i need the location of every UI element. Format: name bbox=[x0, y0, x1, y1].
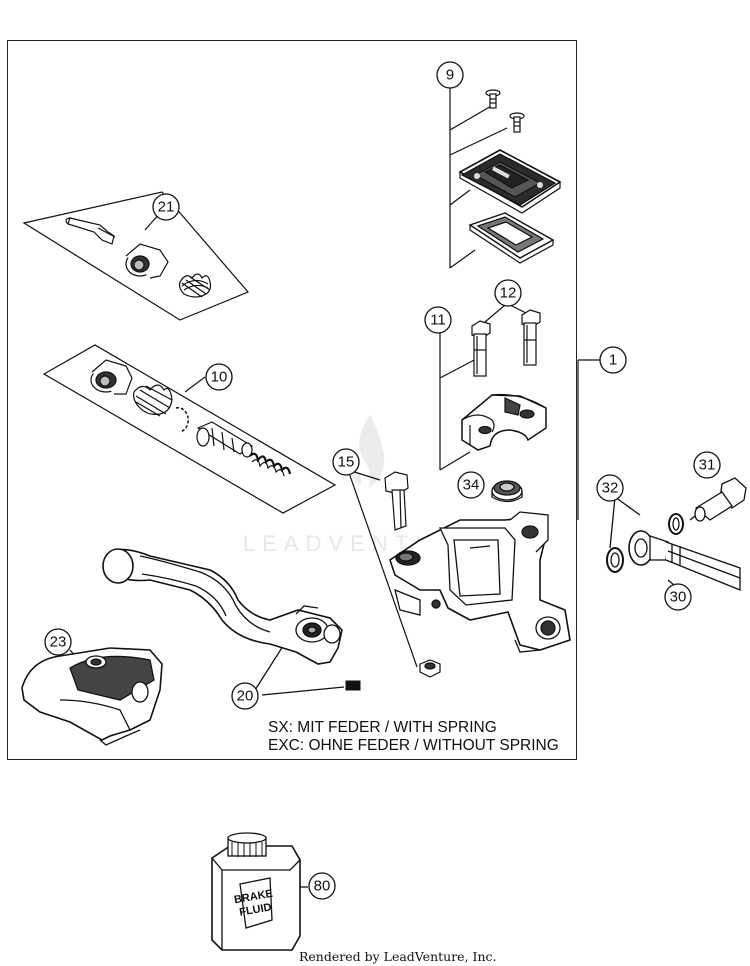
handlebar-clamp bbox=[461, 393, 547, 451]
kit-cup bbox=[125, 243, 169, 279]
banjo-bolt bbox=[694, 477, 747, 522]
callout-31-label: 31 bbox=[699, 457, 716, 474]
callout-21[interactable]: 21 bbox=[152, 193, 180, 221]
callout-32-label: 32 bbox=[602, 480, 619, 497]
fluid-label-line2: FLUID bbox=[238, 901, 272, 918]
pivot-nut bbox=[419, 659, 441, 678]
callout-1[interactable]: 1 bbox=[599, 346, 627, 374]
sealing-washer bbox=[606, 547, 624, 573]
pivot-bolt bbox=[384, 471, 409, 531]
clamp-bolt bbox=[471, 320, 491, 377]
main-frame bbox=[7, 40, 577, 760]
note-without-spring: EXC: OHNE FEDER / WITHOUT SPRING bbox=[268, 737, 559, 754]
kit-circlip bbox=[175, 407, 189, 433]
reservoir-cover bbox=[458, 149, 562, 214]
callout-1-label: 1 bbox=[609, 352, 617, 369]
kit-spring bbox=[133, 384, 173, 417]
kit-return-spring bbox=[249, 452, 292, 477]
callout-34-label: 34 bbox=[463, 477, 480, 494]
brake-fluid-bottle: BRAKE FLUID bbox=[211, 832, 308, 951]
brake-lever bbox=[102, 548, 343, 691]
clamp-bolt bbox=[521, 309, 541, 366]
sealing-washer bbox=[668, 513, 684, 535]
callout-20[interactable]: 20 bbox=[231, 682, 259, 710]
callout-80-label: 80 bbox=[314, 878, 331, 895]
reservoir-diaphragm bbox=[468, 212, 555, 264]
kit-cup bbox=[90, 359, 133, 395]
callout-9-label: 9 bbox=[446, 67, 454, 84]
callout-30[interactable]: 30 bbox=[664, 583, 692, 611]
callout-23[interactable]: 23 bbox=[44, 628, 72, 656]
cover-screw bbox=[485, 89, 501, 109]
brake-hose bbox=[628, 530, 741, 591]
kit-spring bbox=[178, 273, 212, 298]
callout-80[interactable]: 80 bbox=[308, 872, 336, 900]
brake-hose-parts bbox=[606, 477, 747, 591]
callout-12-label: 12 bbox=[500, 285, 517, 302]
callout-11-label: 11 bbox=[430, 312, 446, 329]
reservoir-cover-kit bbox=[449, 88, 562, 269]
callout-10[interactable]: 10 bbox=[205, 363, 233, 391]
note-with-spring: SX: MIT FEDER / WITH SPRING bbox=[268, 719, 497, 736]
callout-12[interactable]: 12 bbox=[494, 279, 522, 307]
callout-30-label: 30 bbox=[670, 589, 687, 606]
kit-piston bbox=[196, 421, 254, 458]
master-cylinder bbox=[389, 511, 571, 653]
callout-11[interactable]: 11 bbox=[424, 306, 452, 334]
callout-15[interactable]: 15 bbox=[332, 448, 360, 476]
callout-32[interactable]: 32 bbox=[596, 474, 624, 502]
handlebar-clamp-kit bbox=[439, 304, 600, 520]
callout-21-label: 21 bbox=[158, 199, 175, 216]
callout-23-label: 23 bbox=[50, 634, 67, 651]
pivot-bolt-kit bbox=[347, 469, 441, 678]
adjuster-screw bbox=[261, 680, 361, 696]
repair-kit-10 bbox=[42, 344, 337, 514]
callout-10-label: 10 bbox=[211, 369, 228, 386]
callout-9[interactable]: 9 bbox=[436, 61, 464, 89]
callout-34[interactable]: 34 bbox=[457, 471, 485, 499]
kit-pin bbox=[65, 217, 116, 245]
lever-guard bbox=[21, 647, 163, 746]
cover-screw bbox=[509, 112, 525, 133]
callout-15-label: 15 bbox=[338, 454, 355, 471]
reservoir-cap bbox=[491, 480, 523, 503]
flame-icon bbox=[351, 415, 385, 488]
repair-kit-21 bbox=[22, 191, 249, 321]
callout-20-label: 20 bbox=[237, 688, 254, 705]
callout-31[interactable]: 31 bbox=[693, 451, 721, 479]
footer-credit: Rendered by LeadVenture, Inc. bbox=[299, 949, 496, 964]
